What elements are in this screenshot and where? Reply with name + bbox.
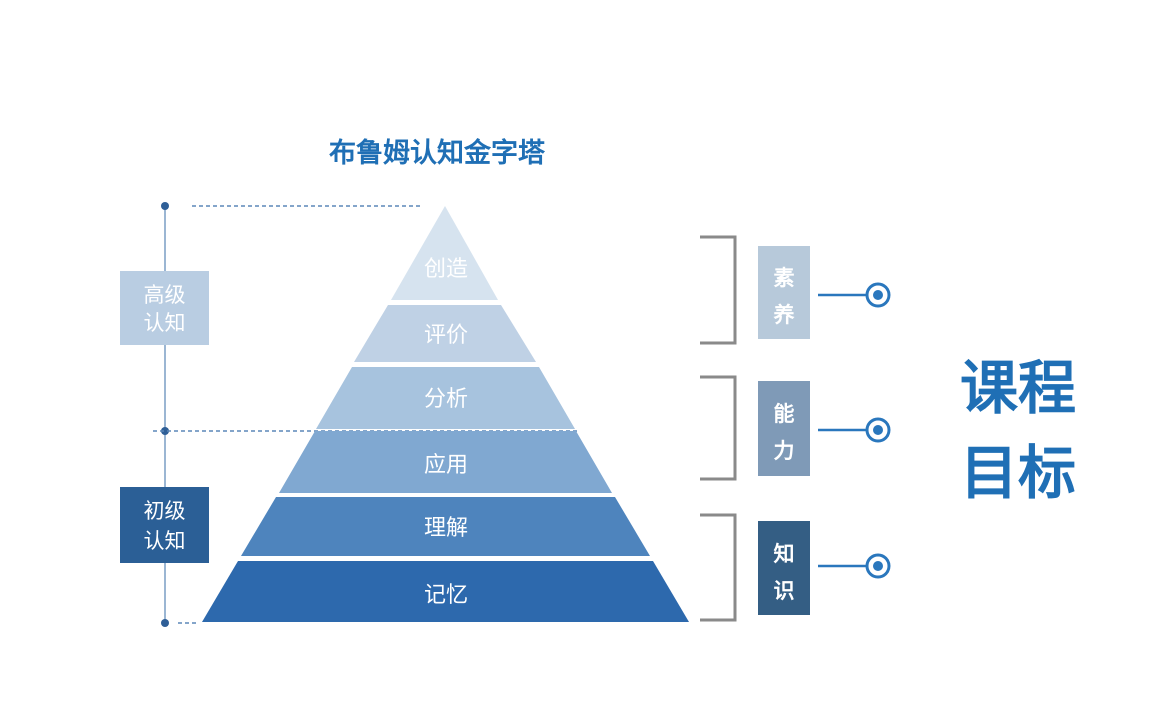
- bracket-literacy: [700, 235, 737, 345]
- course-goal-line1: 课程: [960, 354, 1076, 422]
- pyramid-level-evaluate: [354, 305, 536, 362]
- target-marker-knowledge-center: [873, 561, 883, 571]
- high-cognition-line1: 高级: [144, 283, 186, 307]
- pyramid-level-remember: [202, 561, 689, 622]
- high-cognition-line2: 认知: [144, 311, 186, 335]
- pyramid-label-remember: 记忆: [424, 583, 468, 608]
- target-marker-ability-center: [873, 425, 883, 435]
- pyramid-label-create: 创造: [424, 257, 468, 282]
- pyramid-label-analyze: 分析: [424, 387, 468, 412]
- pyramid-level-analyze: [316, 367, 575, 429]
- course-goal-line2: 目标: [960, 439, 1076, 507]
- pyramid-label-evaluate: 评价: [424, 323, 468, 348]
- guide-dot-bottom: [161, 619, 169, 627]
- diagram-title: 布鲁姆认知金字塔: [329, 137, 546, 169]
- guide-dot-top: [161, 202, 169, 210]
- outcome-box-knowledge: [758, 521, 810, 615]
- pyramid-level-understand: [241, 497, 650, 556]
- low-cognition-line1: 初级: [144, 499, 186, 523]
- pyramid-level-apply: [279, 431, 612, 493]
- pyramid-label-apply: 应用: [424, 453, 468, 478]
- outcome-literacy-char2: 养: [773, 303, 795, 327]
- outcome-knowledge-char2: 识: [774, 579, 795, 603]
- outcome-ability-char2: 力: [774, 439, 795, 463]
- outcome-ability-char1: 能: [774, 402, 795, 426]
- high-cognition-box: [120, 271, 209, 345]
- outcome-literacy-char1: 素: [774, 266, 795, 290]
- bracket-ability: [700, 375, 737, 481]
- outcome-knowledge-char1: 知: [774, 542, 795, 566]
- outcome-box-ability: [758, 381, 810, 476]
- guide-dot-middle: [161, 427, 169, 435]
- low-cognition-box: [120, 487, 209, 563]
- outcome-box-literacy: [758, 246, 810, 339]
- pyramid-label-understand: 理解: [424, 516, 468, 541]
- low-cognition-line2: 认知: [144, 529, 186, 553]
- bracket-knowledge: [700, 513, 737, 622]
- pyramid-level-create: [391, 206, 498, 300]
- target-marker-literacy-center: [873, 290, 883, 300]
